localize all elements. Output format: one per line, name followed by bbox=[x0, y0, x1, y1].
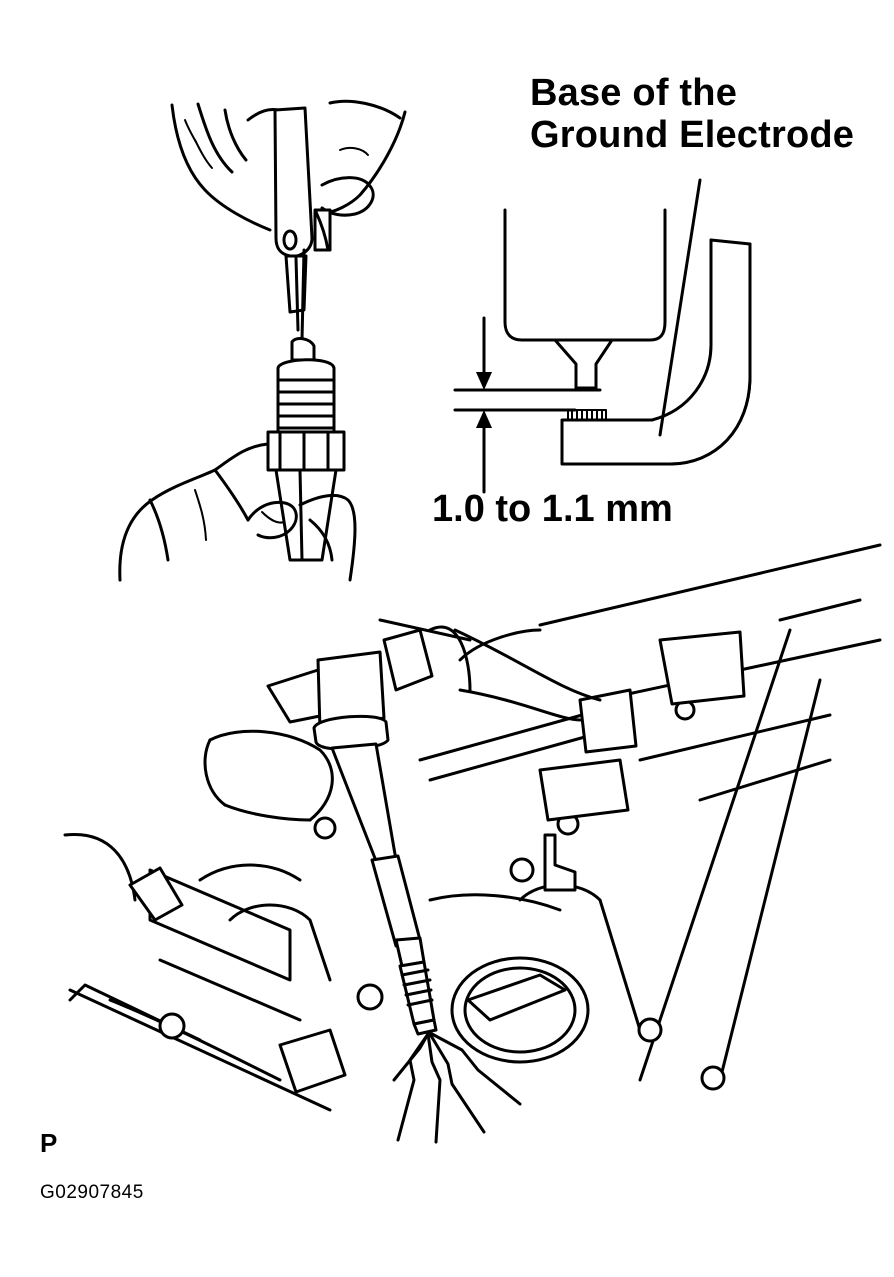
upper-hand bbox=[170, 99, 407, 232]
lower-hand bbox=[118, 442, 357, 582]
engine-spark-test bbox=[63, 543, 882, 1144]
ground-electrode-label-line1: Base of the bbox=[530, 72, 738, 114]
view-mark: P bbox=[40, 1128, 58, 1158]
spark-plug-small bbox=[266, 337, 346, 562]
ground-electrode-label-line2: Ground Electrode bbox=[530, 114, 855, 156]
gap-spec-label: 1.0 to 1.1 mm bbox=[432, 488, 673, 530]
spark-lines bbox=[392, 1032, 522, 1144]
feeler-gauge bbox=[273, 106, 332, 342]
engine-bolts bbox=[158, 682, 726, 1091]
ground-electrode-label: Base of the Ground Electrode bbox=[530, 72, 854, 156]
electrode-detail bbox=[453, 178, 752, 494]
figure-code: G02907845 bbox=[40, 1182, 144, 1203]
